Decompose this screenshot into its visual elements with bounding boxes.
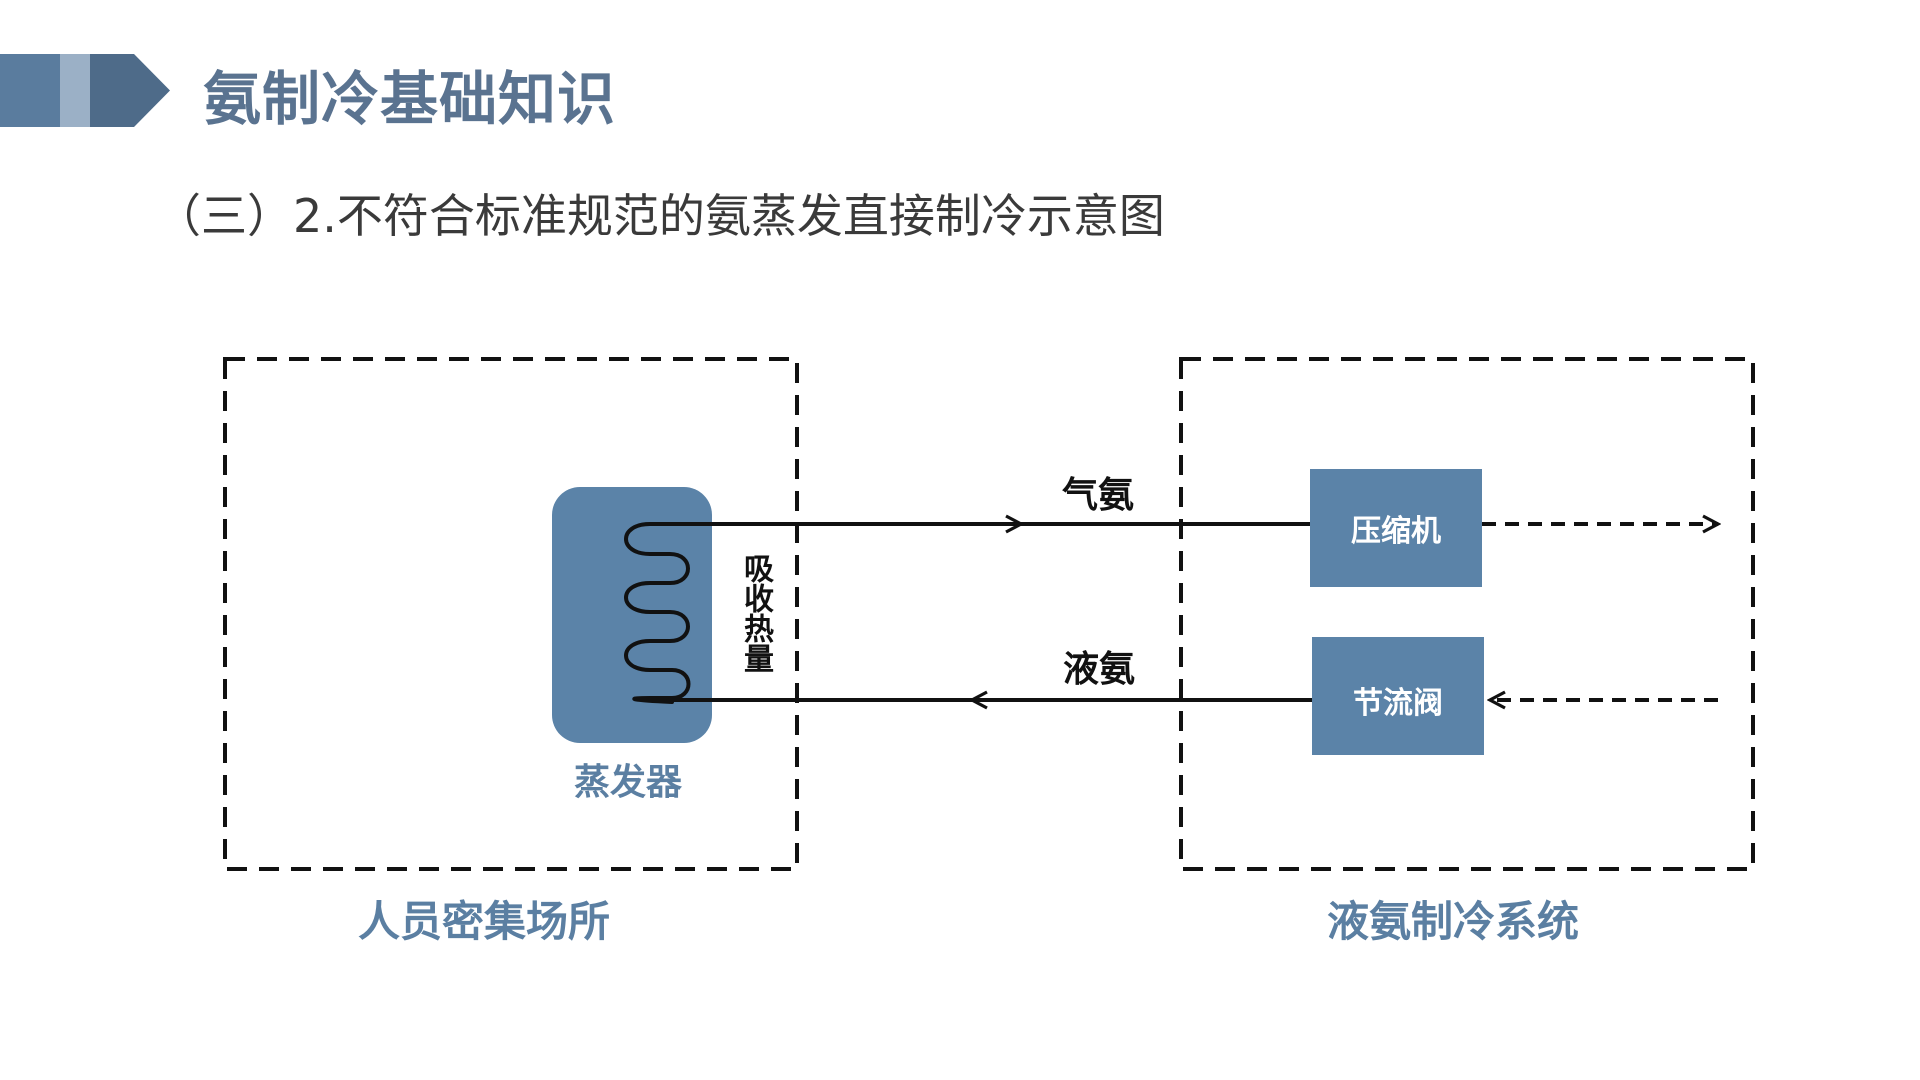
valve-label: 节流阀 xyxy=(1353,686,1443,721)
evaporator-coil xyxy=(624,522,691,704)
compressor-box xyxy=(1310,469,1482,587)
evaporator-box xyxy=(552,487,712,743)
page-title: 氨制冷基础知识 xyxy=(203,65,617,133)
right-region-border xyxy=(1179,357,1755,871)
header-banner-arrow xyxy=(0,54,170,127)
gas-ammonia-label: 气氨 xyxy=(1062,475,1135,516)
valve-box xyxy=(1312,637,1484,755)
absorb-heat-label: 吸收热量 xyxy=(738,553,773,673)
page-subtitle: （三）2.不符合标准规范的氨蒸发直接制冷示意图 xyxy=(155,189,1165,243)
compressor-label: 压缩机 xyxy=(1351,514,1441,549)
evaporator-label: 蒸发器 xyxy=(574,762,683,803)
right-region-label: 液氨制冷系统 xyxy=(1327,897,1580,946)
left-region-label: 人员密集场所 xyxy=(358,897,611,946)
liquid-ammonia-label: 液氨 xyxy=(1063,649,1136,690)
